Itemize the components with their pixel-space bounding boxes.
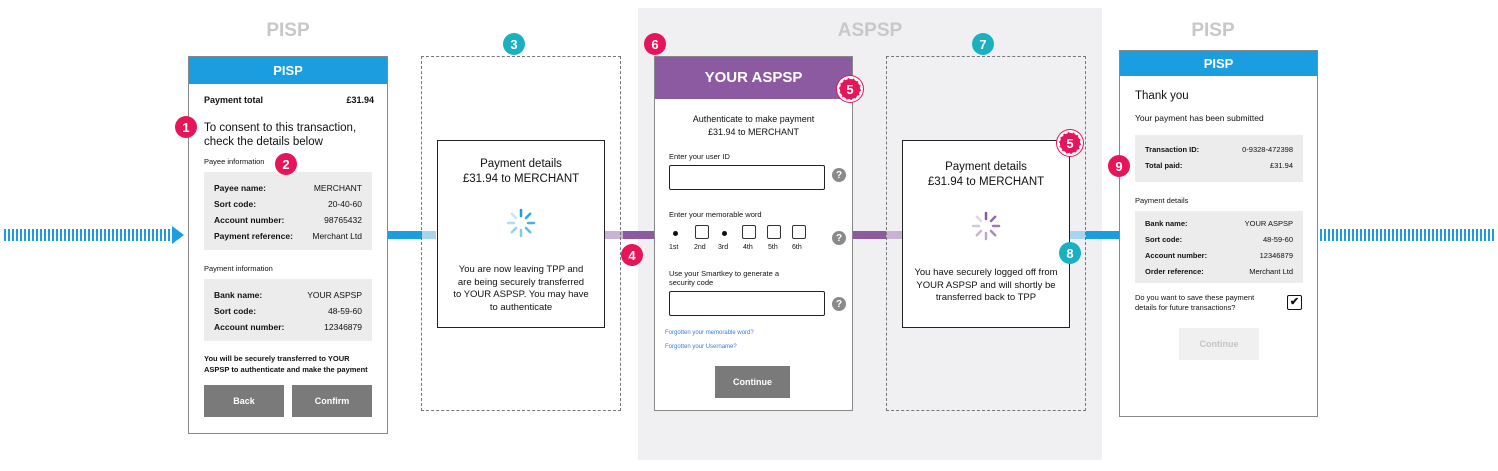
aspsp-auth-screen: YOUR ASPSP Authenticate to make payment … — [654, 56, 853, 411]
aspsp-continue-button[interactable]: Continue — [715, 366, 790, 398]
details-row: Bank name:YOUR ASPSP — [1145, 219, 1293, 228]
help-icon-security-code[interactable]: ? — [832, 297, 846, 311]
back-button[interactable]: Back — [204, 385, 284, 417]
position-label: 3rd — [718, 244, 729, 251]
char-box-4[interactable] — [742, 225, 756, 239]
payment-details-box: Bank name:YOUR ASPSP Sort code:48-59-60 … — [1135, 211, 1303, 283]
flow-bar-1 — [388, 231, 422, 239]
flow-dotted-line-right — [1320, 229, 1494, 241]
security-code-input[interactable] — [669, 291, 825, 316]
thank-you-heading: Thank you — [1135, 90, 1189, 102]
flow-dotted-line-left — [4, 229, 172, 241]
loading-spinner-icon — [971, 211, 1001, 241]
logged-off-message: You have securely logged off from YOUR A… — [914, 267, 1058, 303]
flow-bar-4b — [1086, 231, 1119, 239]
flow-bar-2a — [605, 231, 623, 239]
position-label: 1st — [669, 244, 679, 251]
step-badge-1: 1 — [175, 116, 197, 138]
payment-row: Account number:12346879 — [214, 322, 362, 332]
stage-title-pisp-right: PISP — [1191, 20, 1235, 41]
step-badge-2: 2 — [275, 153, 297, 175]
payment-row: Sort code:48-59-60 — [214, 306, 362, 316]
payment-details-title: Payment details £31.94 to MERCHANT — [462, 158, 580, 185]
payment-details-section: Payment details — [1135, 196, 1189, 205]
payee-info-box: Payee name:MERCHANT Sort code:20-40-60 A… — [204, 172, 372, 250]
step-badge-6: 6 — [644, 33, 666, 55]
char-box-2[interactable] — [695, 225, 709, 239]
position-label: 4th — [743, 244, 753, 251]
step-badge-5: 5 — [1059, 132, 1081, 154]
pisp-header: PISP — [189, 57, 387, 84]
submitted-text: Your payment has been submitted — [1135, 113, 1264, 123]
payee-row: Payment reference:Merchant Ltd — [214, 231, 362, 241]
help-icon-user-id[interactable]: ? — [832, 168, 846, 182]
payment-section-title: Payment information — [204, 264, 273, 273]
flow-bar-3a — [852, 231, 886, 239]
memorable-word-label: Enter your memorable word — [669, 210, 762, 219]
step-badge-9: 9 — [1108, 155, 1130, 177]
position-label: 5th — [768, 244, 778, 251]
payee-row: Payee name:MERCHANT — [214, 183, 362, 193]
flow-arrow-icon — [172, 226, 184, 244]
char-dot-1 — [673, 231, 678, 236]
char-dot-3 — [722, 231, 727, 236]
user-id-input[interactable] — [669, 165, 825, 190]
step-badge-4: 4 — [621, 244, 643, 266]
step-badge-3: 3 — [503, 33, 525, 55]
transfer-notice: You will be securely transferred to YOUR… — [204, 354, 368, 374]
confirmation-continue-button[interactable]: Continue — [1179, 328, 1259, 360]
step-badge-8: 8 — [1059, 242, 1081, 264]
help-icon-memorable[interactable]: ? — [832, 231, 846, 245]
details-row: Sort code:48-59-60 — [1145, 235, 1293, 244]
details-row: Account number:12346879 — [1145, 251, 1293, 260]
flow-bar-3b — [886, 231, 902, 239]
payment-total-row: Payment total £31.94 — [204, 95, 374, 105]
payment-total-label: Payment total — [204, 95, 264, 105]
payee-row: Sort code:20-40-60 — [214, 199, 362, 209]
payment-total-value: £31.94 — [346, 95, 374, 105]
pisp-header: PISP — [1120, 51, 1317, 76]
forgot-username-link[interactable]: Forgotten your Username? — [665, 344, 737, 350]
confirm-button[interactable]: Confirm — [292, 385, 372, 417]
leaving-tpp-message: You are now leaving TPP and are being se… — [453, 264, 589, 313]
step-badge-7: 7 — [972, 33, 994, 55]
save-details-checkbox[interactable]: ✔ — [1287, 295, 1302, 310]
pisp-consent-screen: PISP Payment total £31.94 To consent to … — [188, 56, 388, 434]
details-row: Order reference:Merchant Ltd — [1145, 267, 1293, 276]
payment-row: Bank name:YOUR ASPSP — [214, 290, 362, 300]
flow-bar-2b — [623, 231, 654, 239]
payment-info-box: Bank name:YOUR ASPSP Sort code:48-59-60 … — [204, 279, 372, 341]
flow-bar-4a — [1070, 231, 1086, 239]
logged-off-panel: Payment details £31.94 to MERCHANT You h… — [902, 140, 1070, 328]
leaving-tpp-panel: Payment details £31.94 to MERCHANT You a… — [437, 140, 605, 328]
payee-row: Account number:98765432 — [214, 215, 362, 225]
user-id-label: Enter your user ID — [669, 152, 730, 161]
save-details-question: Do you want to save these payment detail… — [1135, 293, 1255, 312]
transaction-summary-box: Transaction ID:0-9328-472398 Total paid:… — [1135, 135, 1303, 182]
loading-spinner-icon — [506, 208, 536, 238]
summary-row: Transaction ID:0-9328-472398 — [1145, 145, 1293, 154]
step-badge-5: 5 — [839, 78, 861, 100]
redirect-out-frame — [421, 56, 621, 411]
consent-text: To consent to this transaction, check th… — [204, 122, 357, 148]
summary-row: Total paid:£31.94 — [1145, 161, 1293, 170]
redirect-back-frame — [886, 56, 1086, 411]
position-label: 2nd — [694, 244, 706, 251]
stage-title-pisp-left: PISP — [266, 20, 310, 41]
payment-details-title: Payment details £31.94 to MERCHANT — [927, 161, 1045, 188]
smartkey-label: Use your Smartkey to generate a security… — [669, 269, 780, 287]
pisp-confirmation-screen: PISP Thank you Your payment has been sub… — [1119, 50, 1318, 417]
aspsp-header: YOUR ASPSP — [655, 57, 852, 99]
forgot-memorable-link[interactable]: Forgotten your memorable word? — [665, 330, 754, 336]
position-label: 6th — [792, 244, 802, 251]
char-box-5[interactable] — [767, 225, 781, 239]
auth-instruction: Authenticate to make payment £31.94 to M… — [692, 114, 815, 137]
flow-bar-1b — [422, 231, 436, 239]
char-box-6[interactable] — [792, 225, 806, 239]
memorable-word-fields: 1st 2nd 3rd 4th 5th 6th — [669, 225, 819, 255]
stage-title-aspsp: ASPSP — [837, 20, 903, 41]
payee-section-title: Payee information — [204, 157, 265, 166]
